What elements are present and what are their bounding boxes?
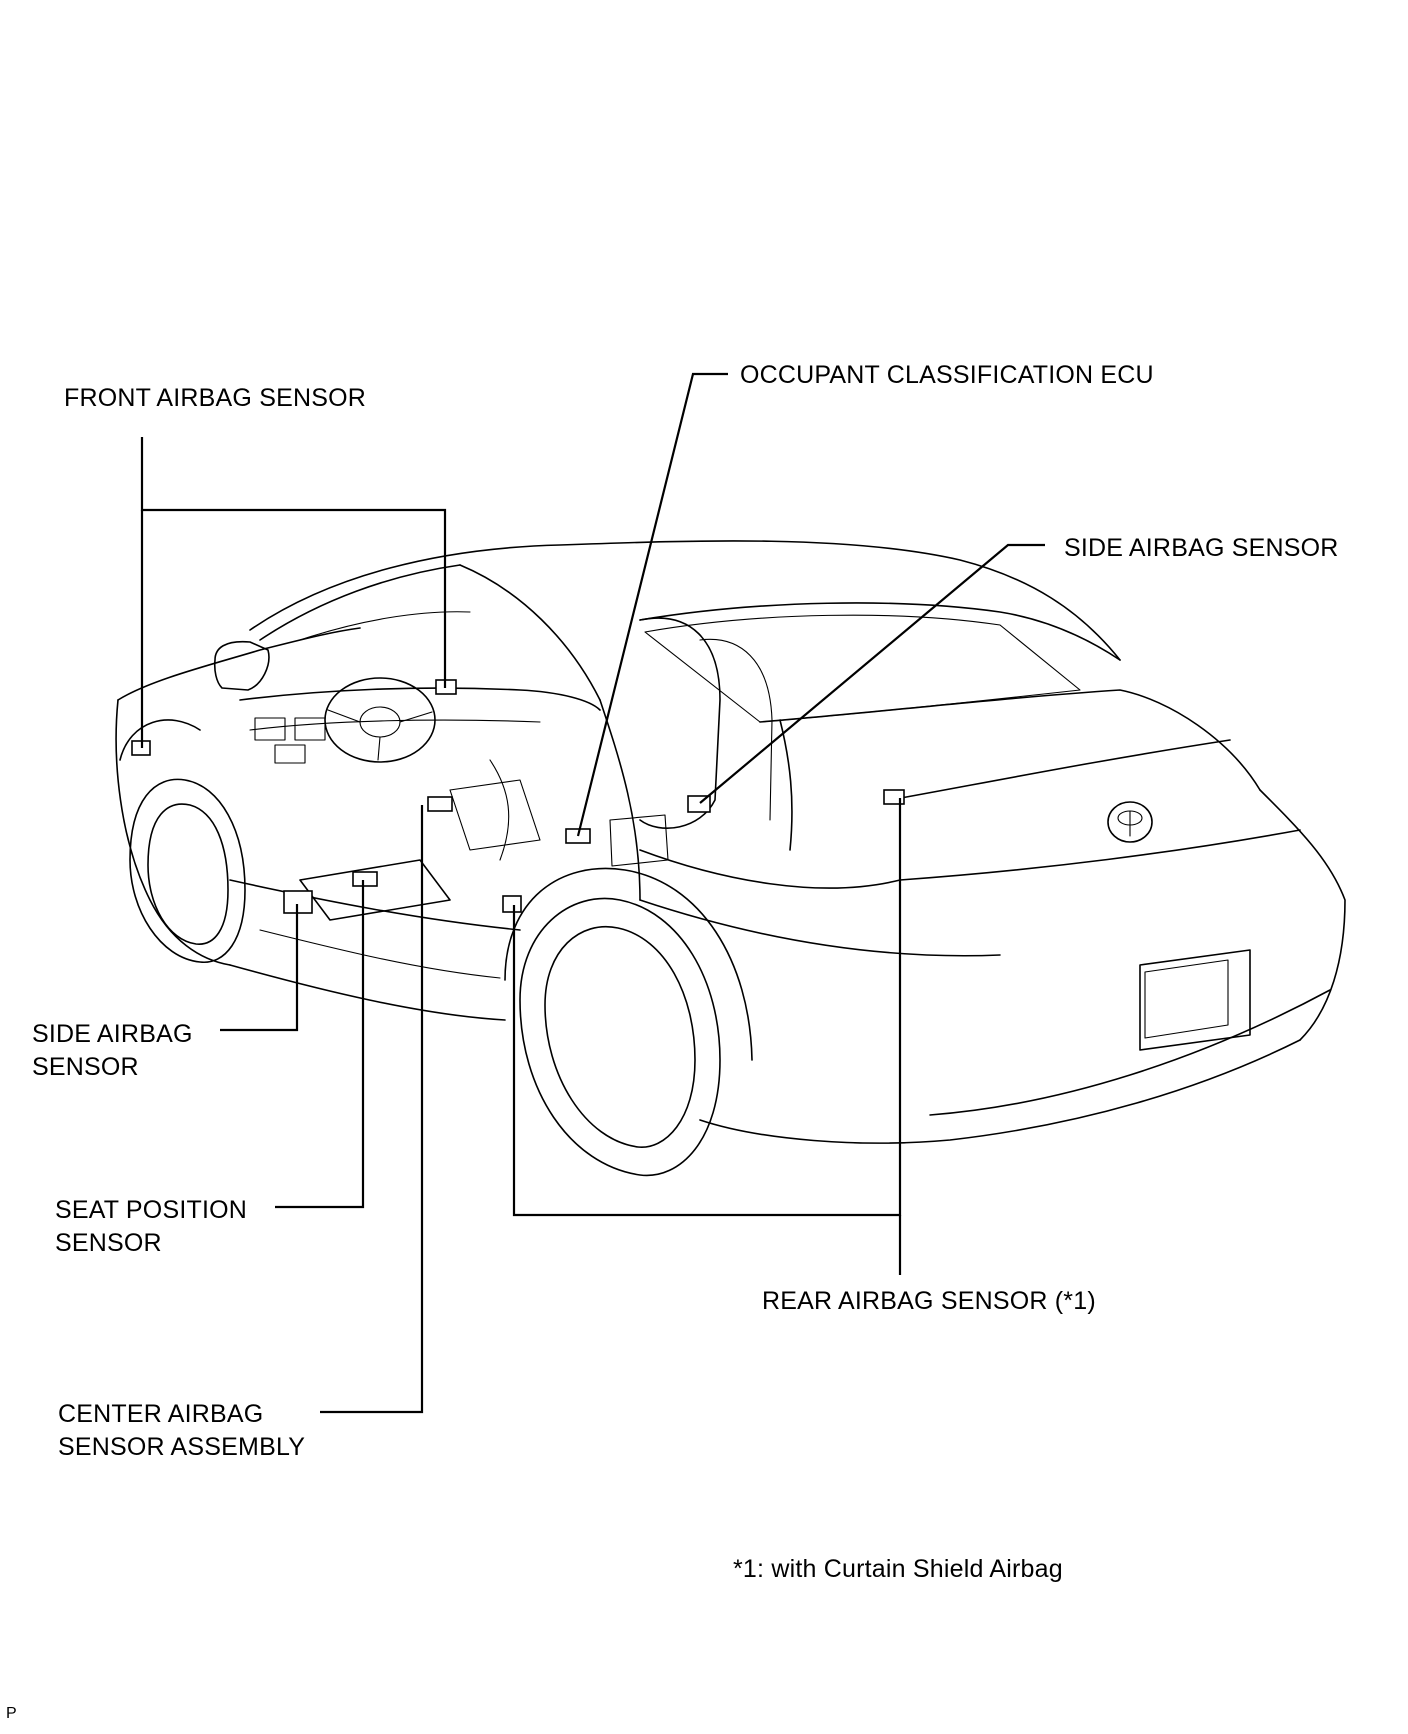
rear-airbag-sensor-label: REAR AIRBAG SENSOR (*1): [762, 1287, 1096, 1315]
center-airbag-sensor-marker: [427, 796, 453, 812]
side-airbag-sensor-front-leader: [220, 904, 299, 1032]
center-airbag-sensor-label-line2: SENSOR ASSEMBLY: [58, 1433, 306, 1461]
rear-airbag-sensor-left-marker: [502, 895, 522, 913]
leader-lines: [140, 372, 1045, 1414]
figure-code: P: [6, 1705, 17, 1722]
rear-airbag-sensor-leader: [512, 798, 902, 1217]
occupant-classification-ecu-label: OCCUPANT CLASSIFICATION ECU: [740, 361, 1154, 389]
footnote: *1: with Curtain Shield Airbag: [733, 1555, 1063, 1583]
side-airbag-sensor-front-label-line1: SIDE AIRBAG: [32, 1020, 193, 1048]
occupant-classification-ecu-leader: [576, 372, 728, 837]
seat-position-sensor-label-line1: SEAT POSITION: [55, 1196, 247, 1224]
side-airbag-sensor-rear-label: SIDE AIRBAG SENSOR: [1064, 534, 1339, 562]
center-airbag-sensor-leader: [320, 805, 424, 1414]
front-airbag-sensor-label: FRONT AIRBAG SENSOR: [64, 384, 367, 412]
car-illustration: [115, 540, 1346, 1177]
side-airbag-sensor-front-label-line2: SENSOR: [32, 1053, 139, 1081]
front-airbag-sensor-leader: [140, 437, 447, 688]
sensor-markers: [131, 679, 905, 914]
seat-position-sensor-label-line2: SENSOR: [55, 1229, 162, 1257]
side-airbag-sensor-rear-leader: [699, 543, 1045, 804]
seat-position-sensor-marker: [352, 871, 378, 887]
seat-position-sensor-leader: [275, 880, 365, 1209]
center-airbag-sensor-label-line1: CENTER AIRBAG: [58, 1400, 264, 1428]
